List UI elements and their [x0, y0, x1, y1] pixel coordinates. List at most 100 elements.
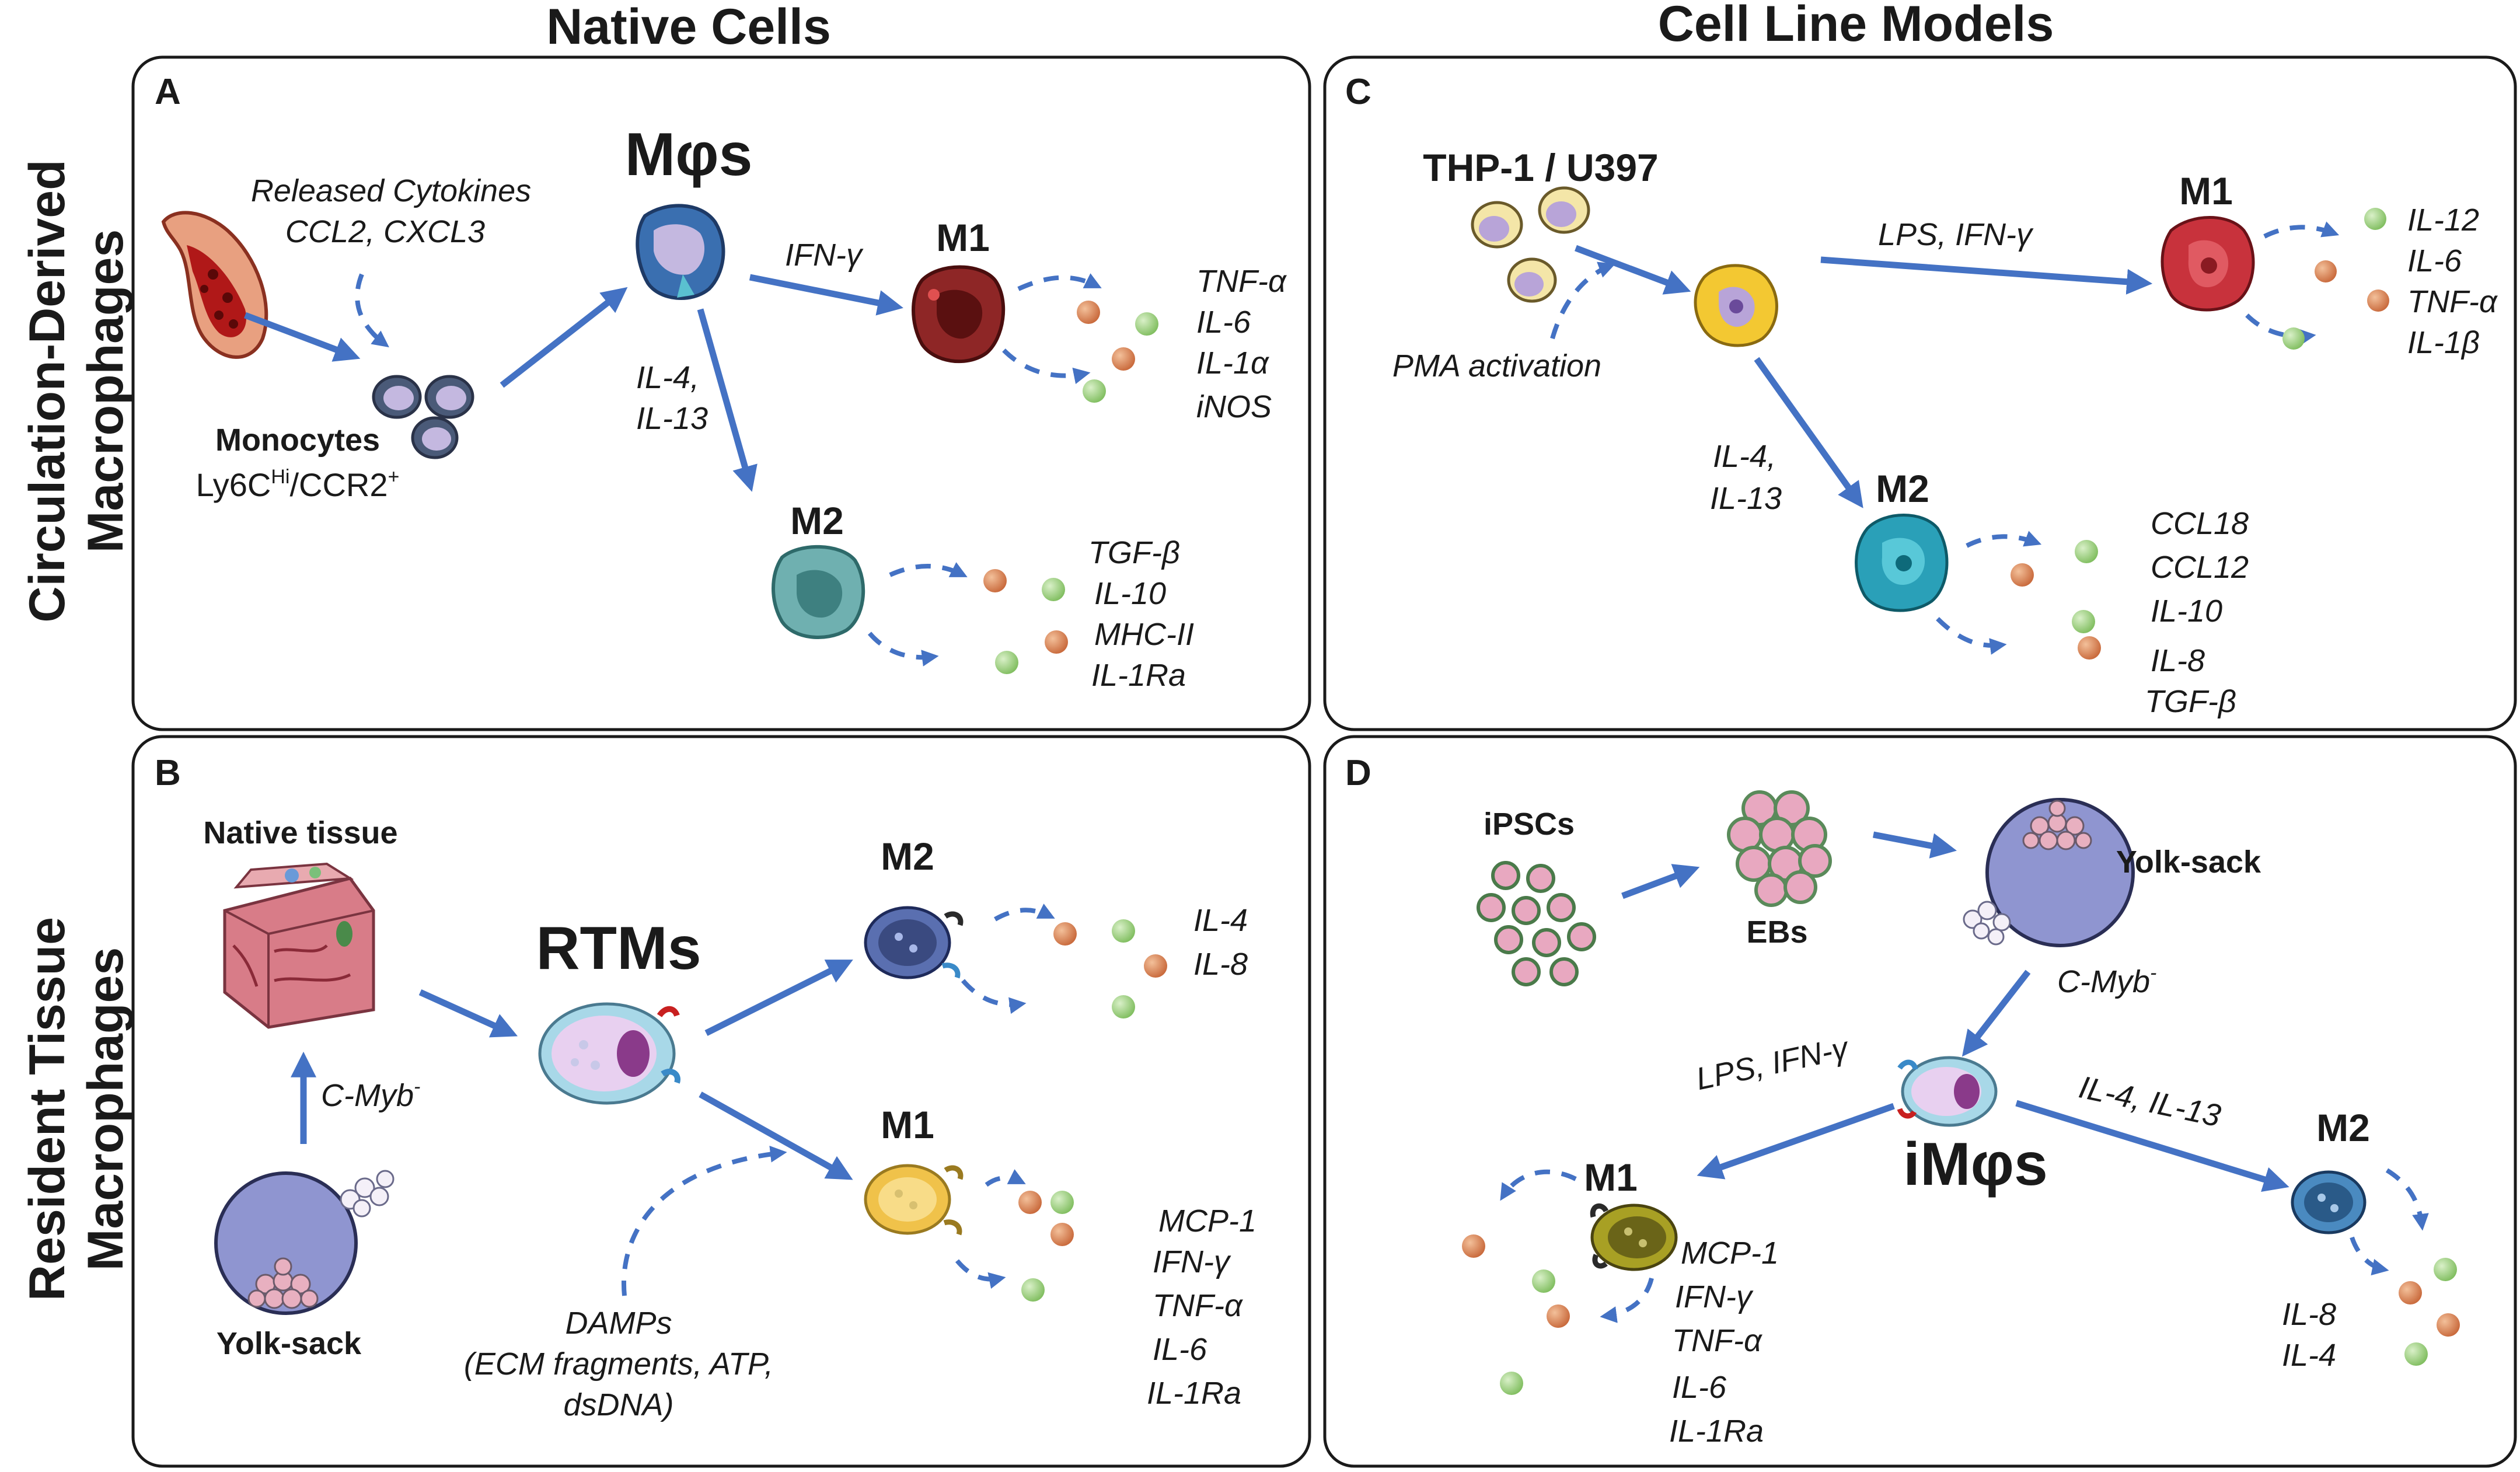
m1-cytokine-1: MCP-1 [1681, 1236, 1779, 1271]
m1-macrophage-icon [1590, 1203, 1678, 1271]
m2-cytokine-1: IL-4 [1193, 903, 1248, 938]
eb-to-yolksack-arrow [1872, 831, 1957, 859]
imphis-label: iMφs [1903, 1131, 2048, 1198]
macrophage-to-m2-arrow [697, 308, 758, 492]
m1-cytokine-4: IL-1β [2407, 325, 2480, 360]
m1-cytokine-2: IFN-γ [1153, 1244, 1231, 1279]
m2-cytokine-2: IL-4 [2282, 1338, 2336, 1373]
m1-cytokine-1: MCP-1 [1158, 1204, 1256, 1239]
m2-macrophage-icon [1855, 514, 1949, 612]
m2-cytokine-dots [983, 569, 1068, 674]
m2-release-arrow-top [1966, 531, 2042, 548]
m1-cytokine-4: iNOS [1196, 389, 1272, 424]
row-header-resident-line1: Resident Tissue [19, 917, 75, 1301]
m2-label: M2 [790, 499, 844, 542]
c-myb-sup: - [2150, 962, 2156, 984]
panel-c-box [1323, 55, 2517, 731]
m2-stimulus-label-1: IL-4, [1713, 439, 1776, 474]
macrophages-label: Mφs [625, 121, 753, 189]
m1-cytokine-3: TNF-α [1153, 1288, 1244, 1323]
m2-label: M2 [1876, 467, 1929, 510]
panel-d-box [1323, 735, 2517, 1468]
yolk-sack-label: Yolk-sack [2116, 845, 2261, 880]
m1-label: M1 [2179, 169, 2233, 212]
m2-cytokine-3: IL-10 [2151, 594, 2222, 629]
m2-macrophage-icon [772, 545, 865, 639]
imphi-to-m2-arrow [2015, 1100, 2289, 1192]
m1-label: M1 [881, 1103, 934, 1146]
m1-cytokine-1: IL-12 [2407, 203, 2479, 238]
c-myb-text: C-Myb [321, 1078, 414, 1113]
marker-ly6c: Ly6C [196, 466, 271, 503]
m2-release-arrow-bottom [1936, 617, 2007, 655]
panel-c-letter: C [1345, 72, 1371, 112]
m1-cytokine-4: IL-6 [1153, 1332, 1207, 1367]
marker-ccr2: /CCR2 [289, 466, 388, 503]
m2-macrophage-icon [2291, 1170, 2367, 1234]
m1-macrophage-icon [864, 1164, 964, 1236]
m2-cytokine-2: IL-10 [1094, 576, 1166, 611]
ebs-label: EBs [1746, 915, 1807, 950]
m1-release-arrow-top [1017, 273, 1102, 291]
m2-stimulus-label-2: IL-13 [636, 401, 708, 436]
m1-stimulus-label: IFN-γ [785, 238, 864, 273]
yolk-sack-icon [214, 1170, 395, 1315]
damps-line2: (ECM fragments, ATP, [464, 1347, 773, 1382]
macrophage-to-m1-arrow [749, 274, 903, 316]
m2-cytokine-4: IL-1Ra [1091, 658, 1186, 693]
m1-release-arrow-bottom [1600, 1277, 1654, 1323]
m1-label: M1 [1584, 1156, 1638, 1199]
m1-cytokine-2: IL-6 [2407, 243, 2462, 278]
native-tissue-label: Native tissue [203, 815, 397, 850]
monocytes-to-macrophage-arrow [500, 287, 628, 388]
panel-b-letter: B [155, 753, 181, 793]
row-header-circulation-derived: Circulation-Derived Macrophages [19, 159, 134, 622]
m1-cytokine-3: TNF-α [1672, 1323, 1763, 1358]
m1-cytokine-3: IL-1α [1196, 346, 1270, 381]
activated-macrophage-icon [1694, 264, 1778, 347]
m2-release-arrow-top [994, 904, 1055, 922]
m1-release-arrow-bottom [1002, 348, 1091, 385]
column-header-cell-line-models: Cell Line Models [1658, 0, 2054, 52]
cellline-to-activated-arrow [1575, 245, 1691, 295]
panel-d-letter: D [1345, 753, 1371, 793]
c-myb-label: C-Myb- [321, 1076, 420, 1113]
ipsc-cluster-icon [1477, 861, 1596, 986]
m2-label: M2 [2316, 1106, 2370, 1149]
yolksack-to-imphi-arrow [1961, 969, 2031, 1057]
damps-line1: DAMPs [565, 1306, 672, 1341]
m1-cytokine-3: TNF-α [2407, 284, 2498, 319]
m2-stimulus-label-2: IL-13 [1710, 481, 1782, 516]
ipsc-to-eb-arrow [1621, 864, 1700, 899]
embryoid-body-icon [1727, 790, 1832, 907]
imphi-cell-icon [1897, 1056, 1998, 1127]
imphi-to-m1-arrow [1697, 1103, 1895, 1180]
c-myb-label: C-Myb- [2057, 962, 2156, 999]
monocytes-label: Monocytes [215, 423, 380, 458]
damps-line3: dsDNA) [563, 1387, 673, 1422]
rtm-cell-icon [538, 1002, 680, 1105]
m1-cytokine-dots [2282, 208, 2389, 350]
m1-cytokine-1: TNF-α [1196, 264, 1287, 299]
panel-b-box [131, 735, 1311, 1468]
m2-cytokine-1: IL-8 [2282, 1297, 2336, 1332]
vessel-to-monocytes-arrow [244, 312, 361, 362]
m1-cytokine-4: IL-6 [1672, 1370, 1727, 1405]
m2-label: M2 [881, 835, 934, 878]
row-header-resident-tissue: Resident Tissue Macrophages [19, 917, 134, 1301]
m1-cytokine-5: IL-1Ra [1669, 1414, 1764, 1449]
m2-macrophage-icon [864, 906, 964, 979]
m2-stimulus-label-1: IL-4, [636, 360, 699, 395]
m2-stimulus-label: IL-4, IL-13 [2076, 1069, 2224, 1133]
m2-release-arrow-bottom [961, 979, 1027, 1014]
m2-cytokine-3: MHC-II [1094, 617, 1194, 652]
rtms-label: RTMs [536, 915, 701, 982]
m2-cytokine-2: IL-8 [1193, 947, 1248, 982]
m1-cytokine-dots [1077, 301, 1158, 403]
panel-c: THP-1 / U397 PMA activation LPS, IFN-γ I… [1392, 146, 2498, 719]
tissue-block-icon [223, 862, 375, 1029]
panel-a-letter: A [155, 72, 181, 112]
m1-release-arrow-top [985, 1169, 1026, 1187]
m2-release-arrow-bottom [867, 632, 939, 667]
